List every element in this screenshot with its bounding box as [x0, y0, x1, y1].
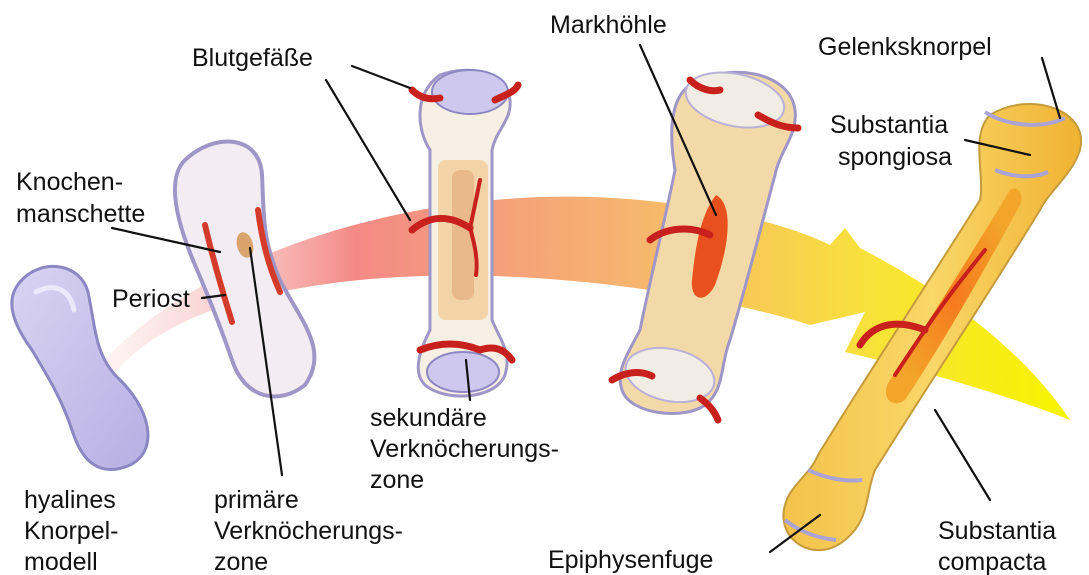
label-substantia-compacta-line1: Substantia — [938, 517, 1056, 545]
label-hyalines-line2: Knorpel- — [24, 517, 119, 545]
label-primaere-line3: zone — [214, 548, 268, 575]
label-substantia-compacta: Substantia compacta — [938, 517, 1063, 575]
label-substantia-spongiosa-line1: Substantia — [830, 111, 948, 139]
label-hyalines-line1: hyalines — [24, 486, 116, 514]
label-sekundaere-zone: sekundäre Verknöcherungs- zone — [370, 404, 566, 494]
label-markhoehle: Markhöhle — [550, 11, 667, 39]
label-sekundaere-line3: zone — [370, 466, 424, 494]
leader-blutgefaesse-mid — [326, 80, 410, 220]
label-hyalines-line3: modell — [24, 548, 98, 575]
leader-compacta — [935, 410, 990, 500]
label-hyalines-knorpelmodell: hyalines Knorpel- modell — [24, 486, 125, 575]
leader-blutgefaesse-top — [352, 66, 410, 88]
label-substantia-spongiosa-line2: spongiosa — [838, 143, 952, 171]
label-knochenmanschette-line1: Knochen- — [16, 168, 123, 196]
label-primaere-line1: primäre — [214, 486, 299, 514]
label-substantia-spongiosa: Substantia spongiosa — [830, 111, 955, 171]
label-knochenmanschette-line2: manschette — [16, 200, 145, 228]
label-knochenmanschette: Knochen- manschette — [16, 168, 145, 228]
label-sekundaere-line1: sekundäre — [370, 404, 487, 432]
label-substantia-compacta-line2: compacta — [938, 548, 1046, 575]
label-gelenksknorpel: Gelenksknorpel — [818, 33, 992, 61]
label-primaere-line2: Verknöcherungs- — [214, 517, 403, 545]
label-periost: Periost — [112, 285, 190, 313]
label-epiphysenfuge: Epiphysenfuge — [548, 546, 713, 574]
label-blutgefaesse: Blutgefäße — [192, 44, 313, 72]
label-sekundaere-line2: Verknöcherungs- — [370, 435, 559, 463]
label-primaere-zone: primäre Verknöcherungs- zone — [214, 486, 410, 575]
